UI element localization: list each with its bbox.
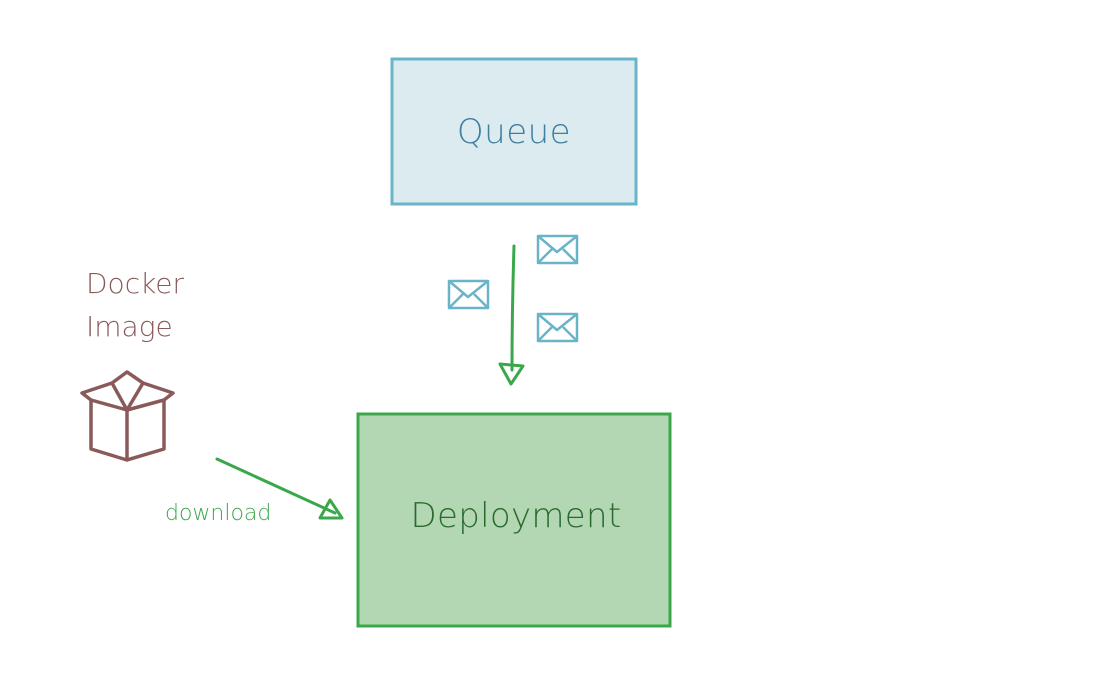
envelope-icon: [447, 279, 490, 310]
arrow-down-head: [498, 362, 525, 386]
deployment-node[interactable]: Deployment: [356, 412, 672, 628]
box-icon: [80, 370, 175, 462]
deployment-box: [356, 412, 672, 628]
queue-to-deployment-arrow: [498, 244, 525, 386]
download-arrow-line: [215, 457, 337, 515]
queue-label: Queue: [457, 112, 571, 152]
message-envelope-3: [536, 312, 579, 343]
queue-box: [390, 57, 638, 206]
message-envelope-2: [447, 279, 490, 310]
download-arrow: [215, 457, 344, 520]
envelope-icon: [536, 234, 579, 265]
queue-node[interactable]: Queue: [390, 57, 638, 206]
docker-image-label-line2: Image: [86, 310, 173, 343]
arrow-down-icon: [510, 244, 516, 372]
download-arrow-head: [318, 498, 344, 520]
docker-image-label-line1: Docker: [86, 267, 185, 300]
download-label: download: [165, 501, 271, 526]
message-envelope-1: [536, 234, 579, 265]
deployment-label: Deployment: [411, 496, 622, 536]
docker-image-node[interactable]: Docker Image: [80, 267, 185, 462]
envelope-icon: [536, 312, 579, 343]
